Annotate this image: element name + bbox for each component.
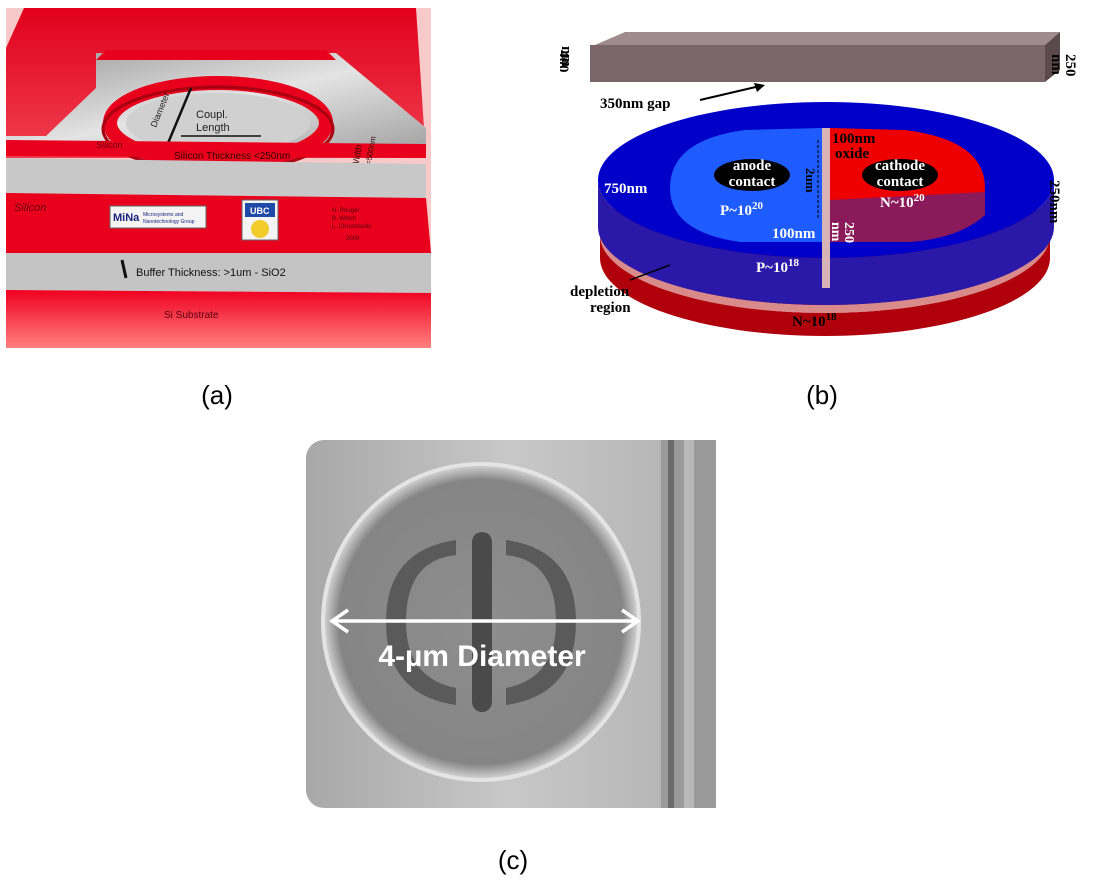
caption-c: (c) xyxy=(497,845,529,875)
mina-logo xyxy=(109,205,207,229)
vertical-250-unit: nm xyxy=(828,222,843,242)
year-label: 2009 xyxy=(346,236,360,242)
n-1020-label: N~1020 xyxy=(880,192,925,211)
caption-b: (b) xyxy=(806,380,838,410)
diameter-arrow-right xyxy=(621,608,642,634)
n-1018-label: N~1018 xyxy=(792,311,837,330)
anode-contact xyxy=(714,159,790,191)
depletion-label-1: depletion xyxy=(570,284,630,300)
oxide-label: oxide xyxy=(835,146,870,162)
buffer-layer xyxy=(6,253,431,293)
sem-bus-edge-1 xyxy=(668,440,674,808)
bar-250-unit: nm xyxy=(1048,54,1064,75)
cathode-label-1: cathode xyxy=(875,158,925,174)
diameter-label-c: 4-µm Diameter xyxy=(378,640,586,673)
buffer-thickness-marker xyxy=(120,259,128,279)
ubc-logo-text: UBC xyxy=(250,206,270,216)
gap-label: 350nm gap xyxy=(600,96,670,112)
vertical-250-label: 250 xyxy=(841,222,856,243)
author-2: B. Welch xyxy=(332,216,356,222)
bar-250-label: 250 xyxy=(1062,54,1078,77)
oxide-thickness-label: 100nm xyxy=(832,131,876,147)
si-substrate xyxy=(6,290,431,348)
diameter-arrow-left xyxy=(328,608,349,634)
p-1018-label: P~1018 xyxy=(756,257,799,276)
cathode-label-2: contact xyxy=(877,174,924,190)
anode-label-2: contact xyxy=(729,174,776,190)
p-layer-side xyxy=(598,180,1054,305)
caption-a: (a) xyxy=(201,380,233,410)
height-100-label: 100nm xyxy=(772,226,816,242)
mina-logo-text: MiNa xyxy=(113,212,140,224)
silver-top-rim xyxy=(96,50,336,60)
cathode-side-shade xyxy=(830,192,985,242)
silicon-left-label: Silicon xyxy=(14,202,46,214)
diameter-line xyxy=(164,87,193,149)
sem-bus-edge-2 xyxy=(684,440,694,808)
cutout-left xyxy=(386,540,456,705)
two-um-label: 2um xyxy=(803,168,818,193)
length-label: Length xyxy=(196,122,230,134)
panel-c-render: 4-µm Diameter xyxy=(306,440,716,808)
silicon-thickness-label: Silicon Thickness <250nm xyxy=(174,151,290,162)
depletion-label-2: region xyxy=(590,300,631,316)
ubc-sun-icon xyxy=(251,220,269,238)
mina-subtext-2: Nanotechnology Group xyxy=(143,219,195,225)
ubc-logo-banner xyxy=(245,203,275,217)
substrate-label: Si Substrate xyxy=(164,310,219,321)
silicon-top-label: Silicon xyxy=(96,140,123,150)
cathode-contact xyxy=(862,159,938,191)
bar-400-unit: nm xyxy=(560,46,574,67)
height-250-right-label: 250nm xyxy=(1046,180,1062,224)
ring-center xyxy=(126,93,310,153)
gap-arrow xyxy=(699,85,761,101)
width-label: Width xyxy=(350,144,364,168)
bus-bar-side xyxy=(1045,32,1060,82)
bar-400-label: 400 xyxy=(560,50,571,73)
silicon-layer-edge xyxy=(6,158,426,198)
author-3: L. Chrostowski xyxy=(332,224,371,230)
mina-subtext-1: Microsystems and xyxy=(143,212,184,218)
p-1020-label: P~1020 xyxy=(720,200,763,219)
panel-c: 4-µm Diameter xyxy=(306,440,716,808)
coupl-label: Coupl. xyxy=(196,109,228,121)
silicon-slab xyxy=(6,193,431,253)
oxide-strip xyxy=(822,128,830,288)
panel-a: Diameter Coupl. Length Silicon Silicon T… xyxy=(6,8,431,348)
n-layer-side xyxy=(600,235,1050,336)
panel-a-render: Diameter Coupl. Length Silicon Silicon T… xyxy=(6,8,431,348)
bus-bar-top xyxy=(595,32,1060,45)
anode-label-1: anode xyxy=(733,158,772,174)
depletion-pointer xyxy=(629,264,671,281)
panel-b-render: 400 nm 250 nm 350nm gap anode contact ca… xyxy=(560,32,1078,336)
width-750-label: 750nm xyxy=(604,181,648,197)
gap-arrow-head xyxy=(754,83,765,92)
bus-bar-front xyxy=(590,45,1045,82)
panel-b: 400 nm 250 nm 350nm gap anode contact ca… xyxy=(560,10,1080,340)
bus-waveguide xyxy=(6,140,426,158)
cutout-right xyxy=(506,540,576,705)
buffer-thickness-label: Buffer Thickness: >1um - SiO2 xyxy=(136,267,286,279)
author-1: N. Rouger xyxy=(332,208,359,214)
